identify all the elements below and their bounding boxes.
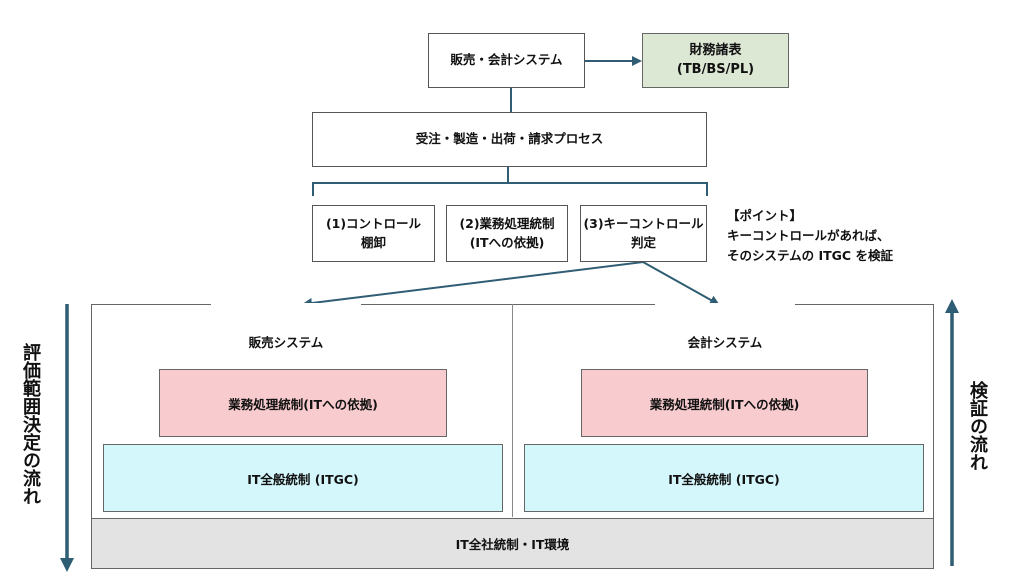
control-box-3: (3)キーコントロール 判定 — [580, 205, 707, 262]
control-1-title: (1)コントロール — [325, 216, 422, 232]
control-2-detail: (ITへの依拠) — [469, 234, 545, 250]
point-title: 【ポイント】 — [727, 208, 803, 223]
systems-divider — [512, 304, 513, 517]
sales-accounting-system-label: 販売・会計システム — [450, 52, 563, 68]
bracket — [312, 182, 708, 196]
process-label: 受注・製造・出荷・請求プロセス — [415, 131, 604, 147]
control-box-2: (2)業務処理統制 (ITへの依拠) — [446, 205, 568, 262]
control-3-title: (3)キーコントロール — [583, 216, 704, 232]
accounting-app-control-box: 業務処理統制(ITへの依拠) — [581, 369, 868, 437]
control-box-1: (1)コントロール 棚卸 — [312, 205, 435, 262]
point-line-1: キーコントロールがあれば、 — [727, 228, 890, 243]
control-3-detail: 判定 — [630, 234, 656, 250]
process-box: 受注・製造・出荷・請求プロセス — [312, 112, 707, 167]
accounting-itgc-label: IT全般統制 (ITGC) — [668, 471, 780, 487]
evaluation-flow-label: 評価範囲決定の流れ — [20, 343, 41, 505]
financial-statements-detail: (TB/BS/PL) — [676, 61, 755, 77]
entity-level-controls-bar: IT全社統制・IT環境 — [91, 518, 934, 569]
financial-statements-box: 財務諸表 (TB/BS/PL) — [642, 33, 789, 88]
entity-level-controls-label: IT全社統制・IT環境 — [455, 537, 570, 552]
sales-app-control-label: 業務処理統制(ITへの依拠) — [228, 396, 378, 412]
point-note: 【ポイント】 キーコントロールがあれば、 そのシステムの ITGC を検証 — [727, 206, 893, 266]
sales-itgc-box: IT全般統制 (ITGC) — [103, 444, 503, 512]
arrow-to-accounting-system — [642, 261, 720, 305]
sales-accounting-system-box: 販売・会計システム — [428, 33, 585, 88]
verification-flow-label: 検証の流れ — [967, 381, 988, 471]
financial-statements-title: 財務諸表 — [689, 42, 742, 58]
sales-app-control-box: 業務処理統制(ITへの依拠) — [159, 369, 447, 437]
arrow-to-sales-system — [302, 261, 644, 308]
accounting-app-control-label: 業務処理統制(ITへの依拠) — [649, 396, 800, 412]
sales-itgc-label: IT全般統制 (ITGC) — [247, 471, 359, 487]
point-line-2: そのシステムの ITGC を検証 — [727, 248, 893, 263]
control-2-title: (2)業務処理統制 — [459, 216, 555, 232]
control-1-detail: 棚卸 — [360, 234, 386, 250]
accounting-itgc-box: IT全般統制 (ITGC) — [524, 444, 924, 512]
